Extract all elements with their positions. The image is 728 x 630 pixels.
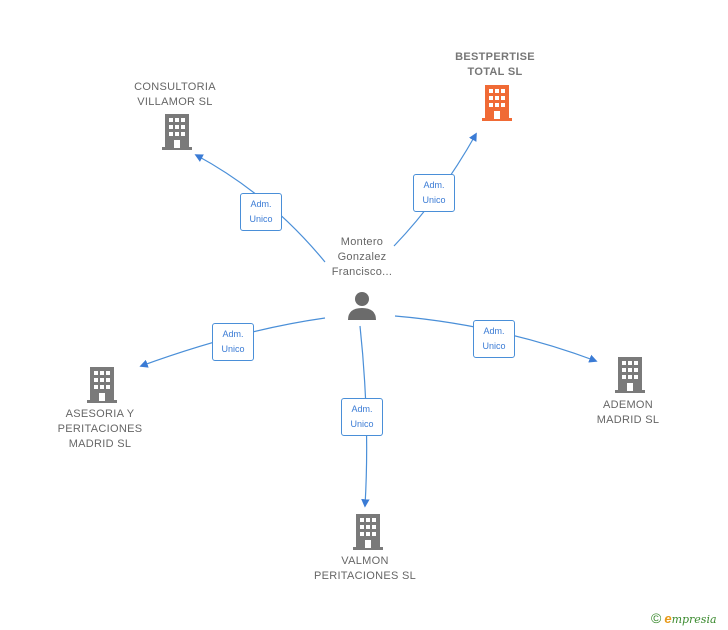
copyright-icon: © [651,610,662,626]
company-consultoria-name[interactable]: CONSULTORIA VILLAMOR SL [134,81,216,108]
company-ademon-name[interactable]: ADEMON MADRID SL [596,399,660,426]
building-icon [353,514,383,550]
edge-label-role: Adm. [423,180,445,190]
brand-name: mpresia [671,613,717,626]
edge-label-role-detail: Unico [221,344,245,354]
edge-label-role: Adm. [351,404,373,414]
edge-label-role-detail: Unico [422,195,446,205]
brand-initial: e [664,611,672,626]
edge-label-bestpertise[interactable]: Adm. Unico [413,174,455,212]
footer-brand: ©empresia [651,610,717,626]
edge-label-consultoria[interactable]: Adm. Unico [240,193,282,231]
edge-label-asesoria[interactable]: Adm. Unico [212,323,254,361]
edge-label-role-detail: Unico [482,341,506,351]
person-icon [348,292,376,320]
edge-label-role: Adm. [250,199,272,209]
edge-label-role: Adm. [222,329,244,339]
edge-label-role-detail: Unico [249,214,273,224]
person-name[interactable]: Montero Gonzalez Francisco... [331,236,393,278]
company-bestpertise-name[interactable]: BESTPERTISE TOTAL SL [455,51,535,78]
building-icon [615,357,645,393]
building-icon [87,367,117,403]
company-valmon-name[interactable]: VALMON PERITACIONES SL [313,555,417,582]
edge-label-role-detail: Unico [350,419,374,429]
edge-label-valmon[interactable]: Adm. Unico [341,398,383,436]
building-icon [162,114,192,150]
edge-label-role: Adm. [483,326,505,336]
edge-label-ademon[interactable]: Adm. Unico [473,320,515,358]
building-icon [482,85,512,121]
company-asesoria-name[interactable]: ASESORIA Y PERITACIONES MADRID SL [57,408,143,450]
